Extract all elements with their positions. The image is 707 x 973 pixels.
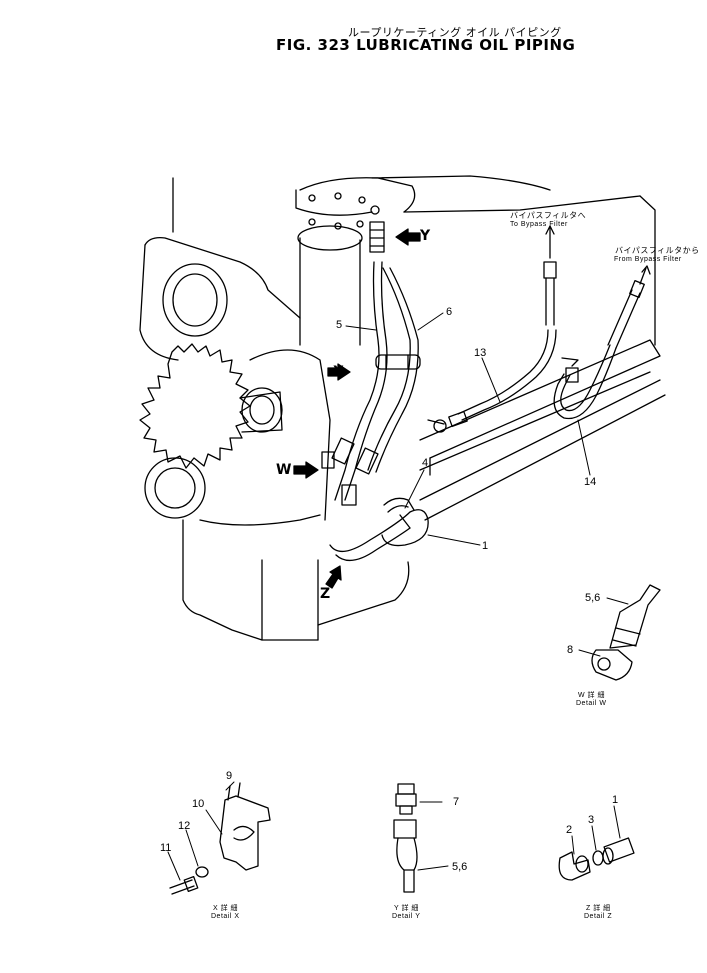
callout-x-12: 12 (178, 820, 191, 832)
ref-w: W (276, 462, 292, 478)
leader-lines (346, 313, 590, 545)
callout-y-7: 7 (453, 796, 460, 808)
callout-4: 4 (422, 457, 429, 469)
detail-z-drawing (559, 806, 634, 880)
ref-z: Z (320, 586, 331, 602)
callout-5: 5 (336, 319, 343, 331)
ref-y: Y (420, 228, 431, 244)
callout-w-5-6: 5,6 (585, 592, 601, 604)
detail-w-caption-jp: W 詳 細 (578, 692, 605, 699)
pipe-to-bypass (544, 226, 556, 325)
engine-block (140, 176, 665, 640)
ref-x: X (333, 364, 344, 380)
pipe-6 (368, 268, 418, 472)
to-bypass-label-jp: バイパスフィルタへ (510, 211, 587, 220)
fitting-w (322, 438, 378, 505)
callout-x-10: 10 (192, 798, 205, 810)
detail-x-caption-jp: X 詳 細 (213, 905, 239, 912)
to-bypass-label: To Bypass Filter (510, 221, 568, 228)
detail-w-drawing (579, 585, 660, 680)
from-bypass-label: From Bypass Filter (614, 256, 682, 263)
fitting-y (370, 206, 384, 252)
callout-x-9: 9 (226, 770, 233, 782)
callout-w-8: 8 (567, 644, 574, 656)
detail-x-caption: Detail X (211, 913, 240, 920)
pipe-5 (335, 262, 387, 500)
detail-x-drawing (168, 782, 270, 894)
detail-y-caption: Detail Y (392, 913, 421, 920)
detail-z-caption-jp: Z 詳 細 (586, 905, 611, 912)
callout-z-3: 3 (588, 814, 595, 826)
callout-z-1: 1 (612, 794, 619, 806)
detail-w-caption: Detail W (576, 700, 607, 707)
reference-arrows (294, 229, 420, 588)
pipe-1 (330, 510, 428, 561)
detail-y-caption-jp: Y 詳 細 (394, 905, 419, 912)
clip-4 (384, 498, 414, 512)
figure-subtitle-jp: ループリケーティング オイル パイピング (348, 26, 562, 39)
callout-6: 6 (446, 306, 453, 318)
figure-title: FIG. 323 LUBRICATING OIL PIPING (276, 36, 576, 54)
callout-z-2: 2 (566, 824, 573, 836)
hose-13 (428, 330, 556, 432)
callout-13: 13 (474, 347, 487, 359)
from-bypass-label-jp: バイパスフィルタから (615, 246, 700, 255)
callout-14: 14 (584, 476, 597, 488)
callout-x-11: 11 (160, 842, 172, 854)
callout-y-5-6: 5,6 (452, 861, 468, 873)
detail-z-caption: Detail Z (584, 913, 613, 920)
detail-y-drawing (394, 784, 448, 892)
hose-14 (554, 266, 650, 419)
callout-1: 1 (482, 540, 489, 552)
clamp-x (376, 355, 420, 369)
